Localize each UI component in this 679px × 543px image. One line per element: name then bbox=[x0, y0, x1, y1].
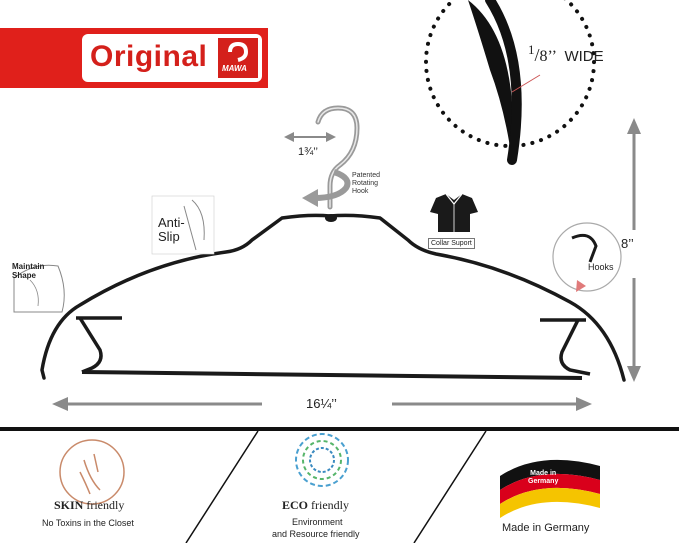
shirt-icon bbox=[430, 193, 478, 232]
eco-friendly-title: ECO friendly bbox=[282, 498, 350, 512]
rotate-arrow-icon bbox=[313, 169, 351, 201]
anti-slip-sketch bbox=[151, 195, 215, 255]
wire-detail bbox=[468, 0, 514, 160]
badge-title: Original bbox=[90, 40, 208, 73]
germany-flag-icon bbox=[500, 459, 600, 518]
eco-friendly-sub1: Environment bbox=[292, 517, 343, 527]
mawa-logo-icon bbox=[218, 38, 258, 78]
skin-friendly-title: SKIN friendly bbox=[54, 498, 125, 512]
hanger-body bbox=[40, 213, 626, 382]
anti-slip-label: Anti- Slip bbox=[158, 215, 185, 244]
wire-width-denominator: 8 bbox=[539, 48, 548, 65]
made-in-germany-caption: Made in Germany bbox=[502, 522, 590, 534]
separator-right bbox=[413, 430, 487, 543]
length-label: 16¼’’ bbox=[306, 396, 337, 411]
section-divider bbox=[0, 427, 679, 431]
maintain-shape-sketch bbox=[13, 264, 65, 313]
detail-magnifier-circle bbox=[424, 0, 596, 148]
skin-friendly-sub: No Toxins in the Closet bbox=[42, 518, 134, 528]
hook-width-label: 1¾’’ bbox=[298, 146, 318, 158]
original-badge: Original MAWA bbox=[0, 28, 268, 88]
maintain-shape-label: Maintain Shape bbox=[12, 262, 45, 280]
rotating-hook-label: Patented Rotating Hook bbox=[352, 172, 381, 195]
skin-icon bbox=[59, 439, 125, 505]
hooks-detail-circle bbox=[552, 222, 622, 292]
flag-text: Made in Germany bbox=[528, 470, 559, 485]
height-label: 8’’ bbox=[621, 236, 634, 251]
wire-width-label: 1/8’’ WIDE bbox=[528, 42, 604, 65]
wire-width-word: WIDE bbox=[564, 48, 604, 65]
separator-left bbox=[185, 430, 259, 543]
collar-support-label: Collar Suport bbox=[428, 238, 475, 249]
eco-friendly-sub2: and Resource friendly bbox=[272, 529, 360, 539]
mawa-logo-text: MAWA bbox=[222, 64, 247, 73]
wire-width-numerator: 1 bbox=[528, 42, 535, 57]
hooks-label: Hooks bbox=[588, 262, 614, 272]
eco-icon bbox=[295, 433, 349, 487]
